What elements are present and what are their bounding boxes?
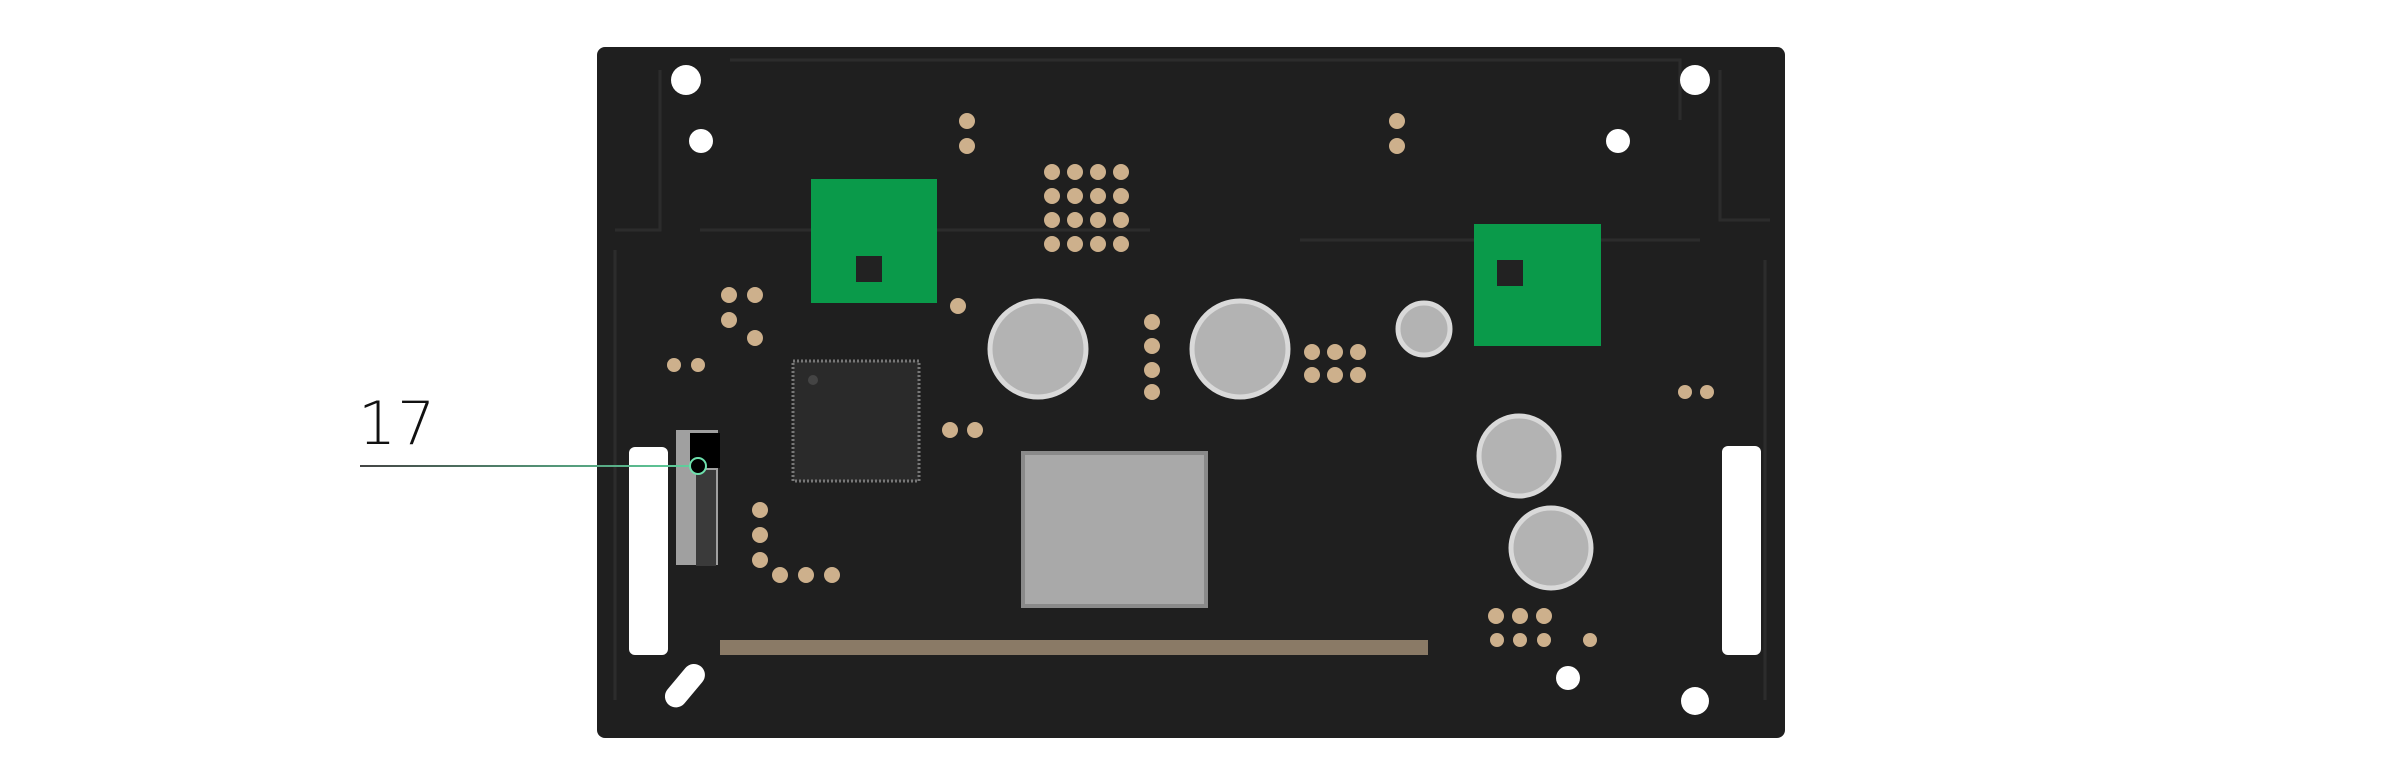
capacitors [987,298,1594,591]
board-substrate [597,47,1785,738]
solder-pads [667,113,1714,647]
callout-target-dot [689,457,707,475]
mcu-chip [791,359,921,483]
mounting-holes [664,65,1710,715]
metal-shield [1021,451,1208,608]
callout-leader-line [360,465,690,467]
bottom-connector-strip [720,640,1428,655]
callout-number-17: 17 [358,389,437,459]
tamper-switch [676,430,720,566]
mounting-slots [629,446,1761,655]
board-traces [613,58,1770,700]
rf-modules [811,179,1601,346]
